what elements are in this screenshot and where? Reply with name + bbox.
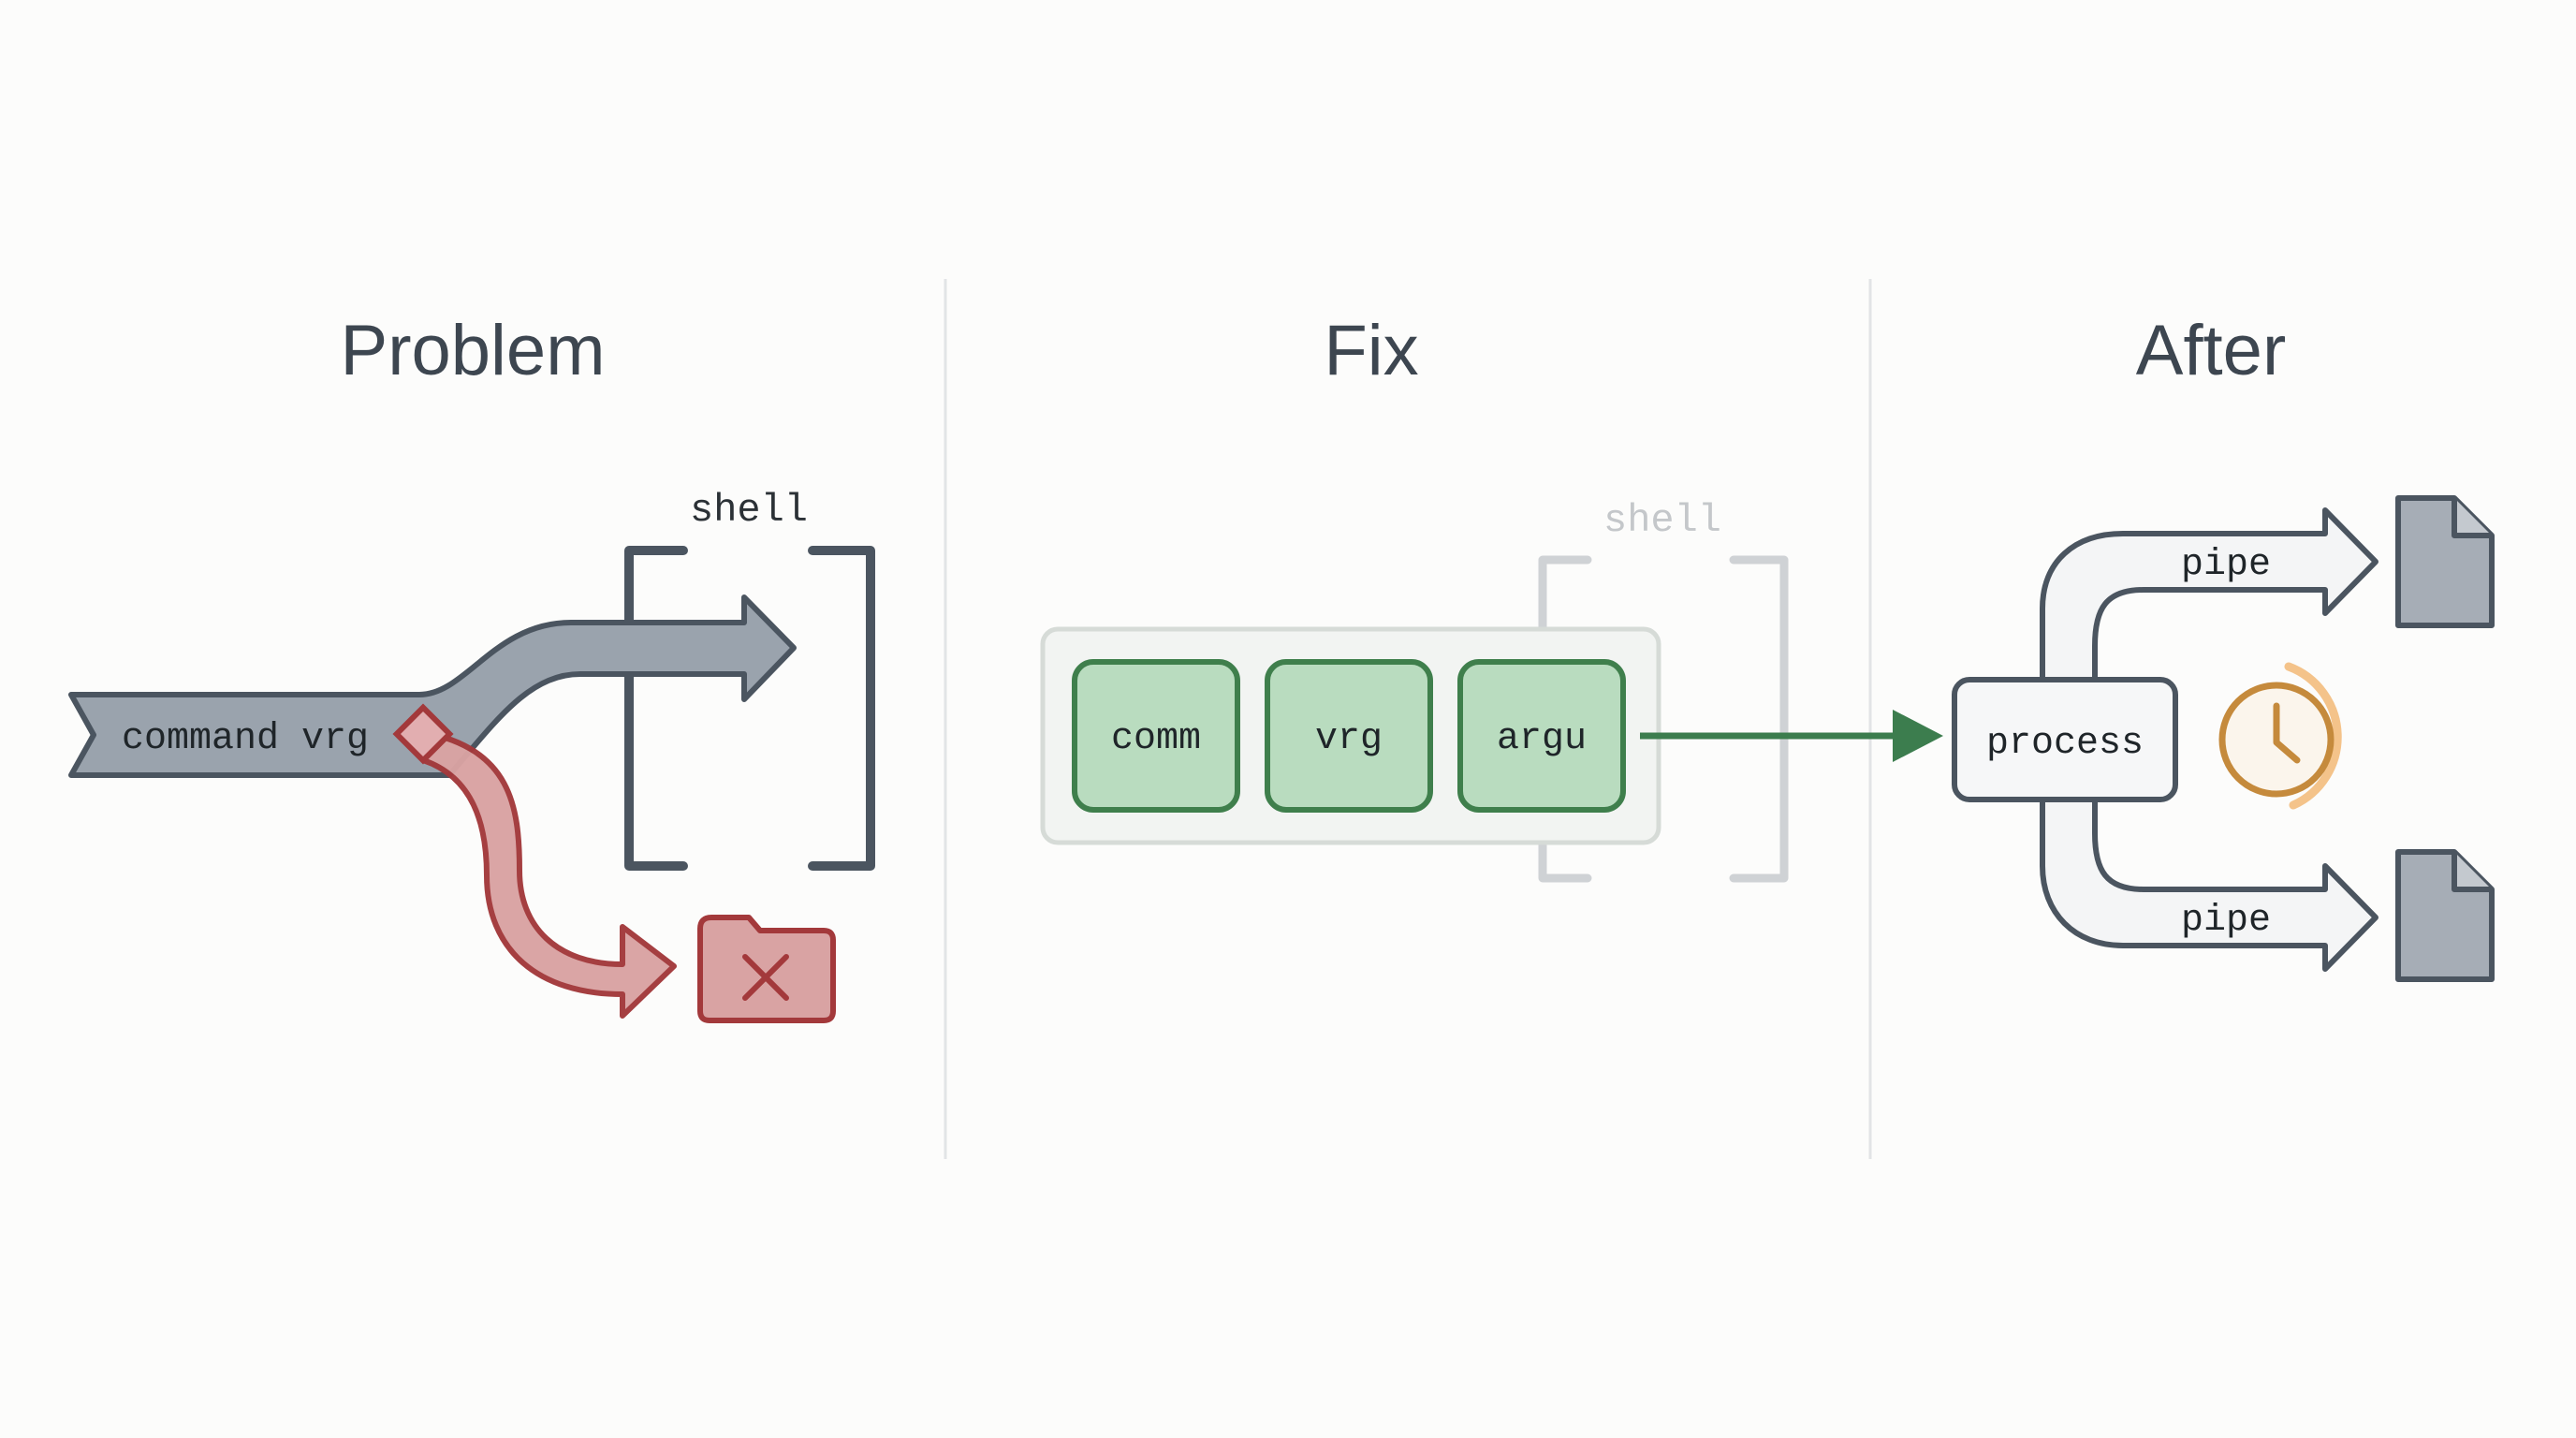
faded-bracket-right	[1729, 555, 1789, 883]
fix-title: Fix	[1324, 311, 1418, 390]
token-vrg: vrg	[1265, 659, 1433, 813]
problem-shell-label: shell	[690, 488, 808, 533]
pipe-top-arrow	[2040, 507, 2378, 688]
split-point-diamond	[392, 703, 454, 765]
token-label: argu	[1497, 718, 1587, 760]
after-panel: pipe pipe process	[1952, 495, 2495, 982]
folder-x-icon	[697, 915, 836, 1023]
document-icon-top	[2395, 495, 2495, 628]
shell-bracket-right	[808, 546, 875, 871]
pipe-bottom-label: pipe	[2181, 900, 2271, 942]
document-icon-bottom	[2395, 849, 2495, 982]
token-argu: argu	[1457, 659, 1626, 813]
pipe-bottom-arrow	[2040, 791, 2378, 972]
problem-title: Problem	[341, 311, 606, 390]
error-path-arrow	[420, 729, 677, 1019]
shell-bracket-left	[624, 546, 688, 871]
command-arrow	[68, 594, 797, 778]
pipe-top-label: pipe	[2181, 544, 2271, 586]
clock-icon	[2218, 662, 2342, 810]
after-title: After	[2136, 311, 2287, 390]
token-label: comm	[1111, 718, 1201, 760]
fix-shell-label: shell	[1603, 498, 1721, 543]
command-label: command vrg	[122, 718, 369, 760]
token-label: vrg	[1315, 718, 1383, 760]
fix-arrowhead	[1893, 710, 1943, 762]
fix-panel: shell comm vrg argu	[1040, 498, 1943, 883]
token-comm: comm	[1072, 659, 1240, 813]
process-box	[1952, 677, 2178, 802]
problem-panel: shell command vrg	[68, 488, 875, 1023]
process-label: process	[1986, 723, 2144, 765]
